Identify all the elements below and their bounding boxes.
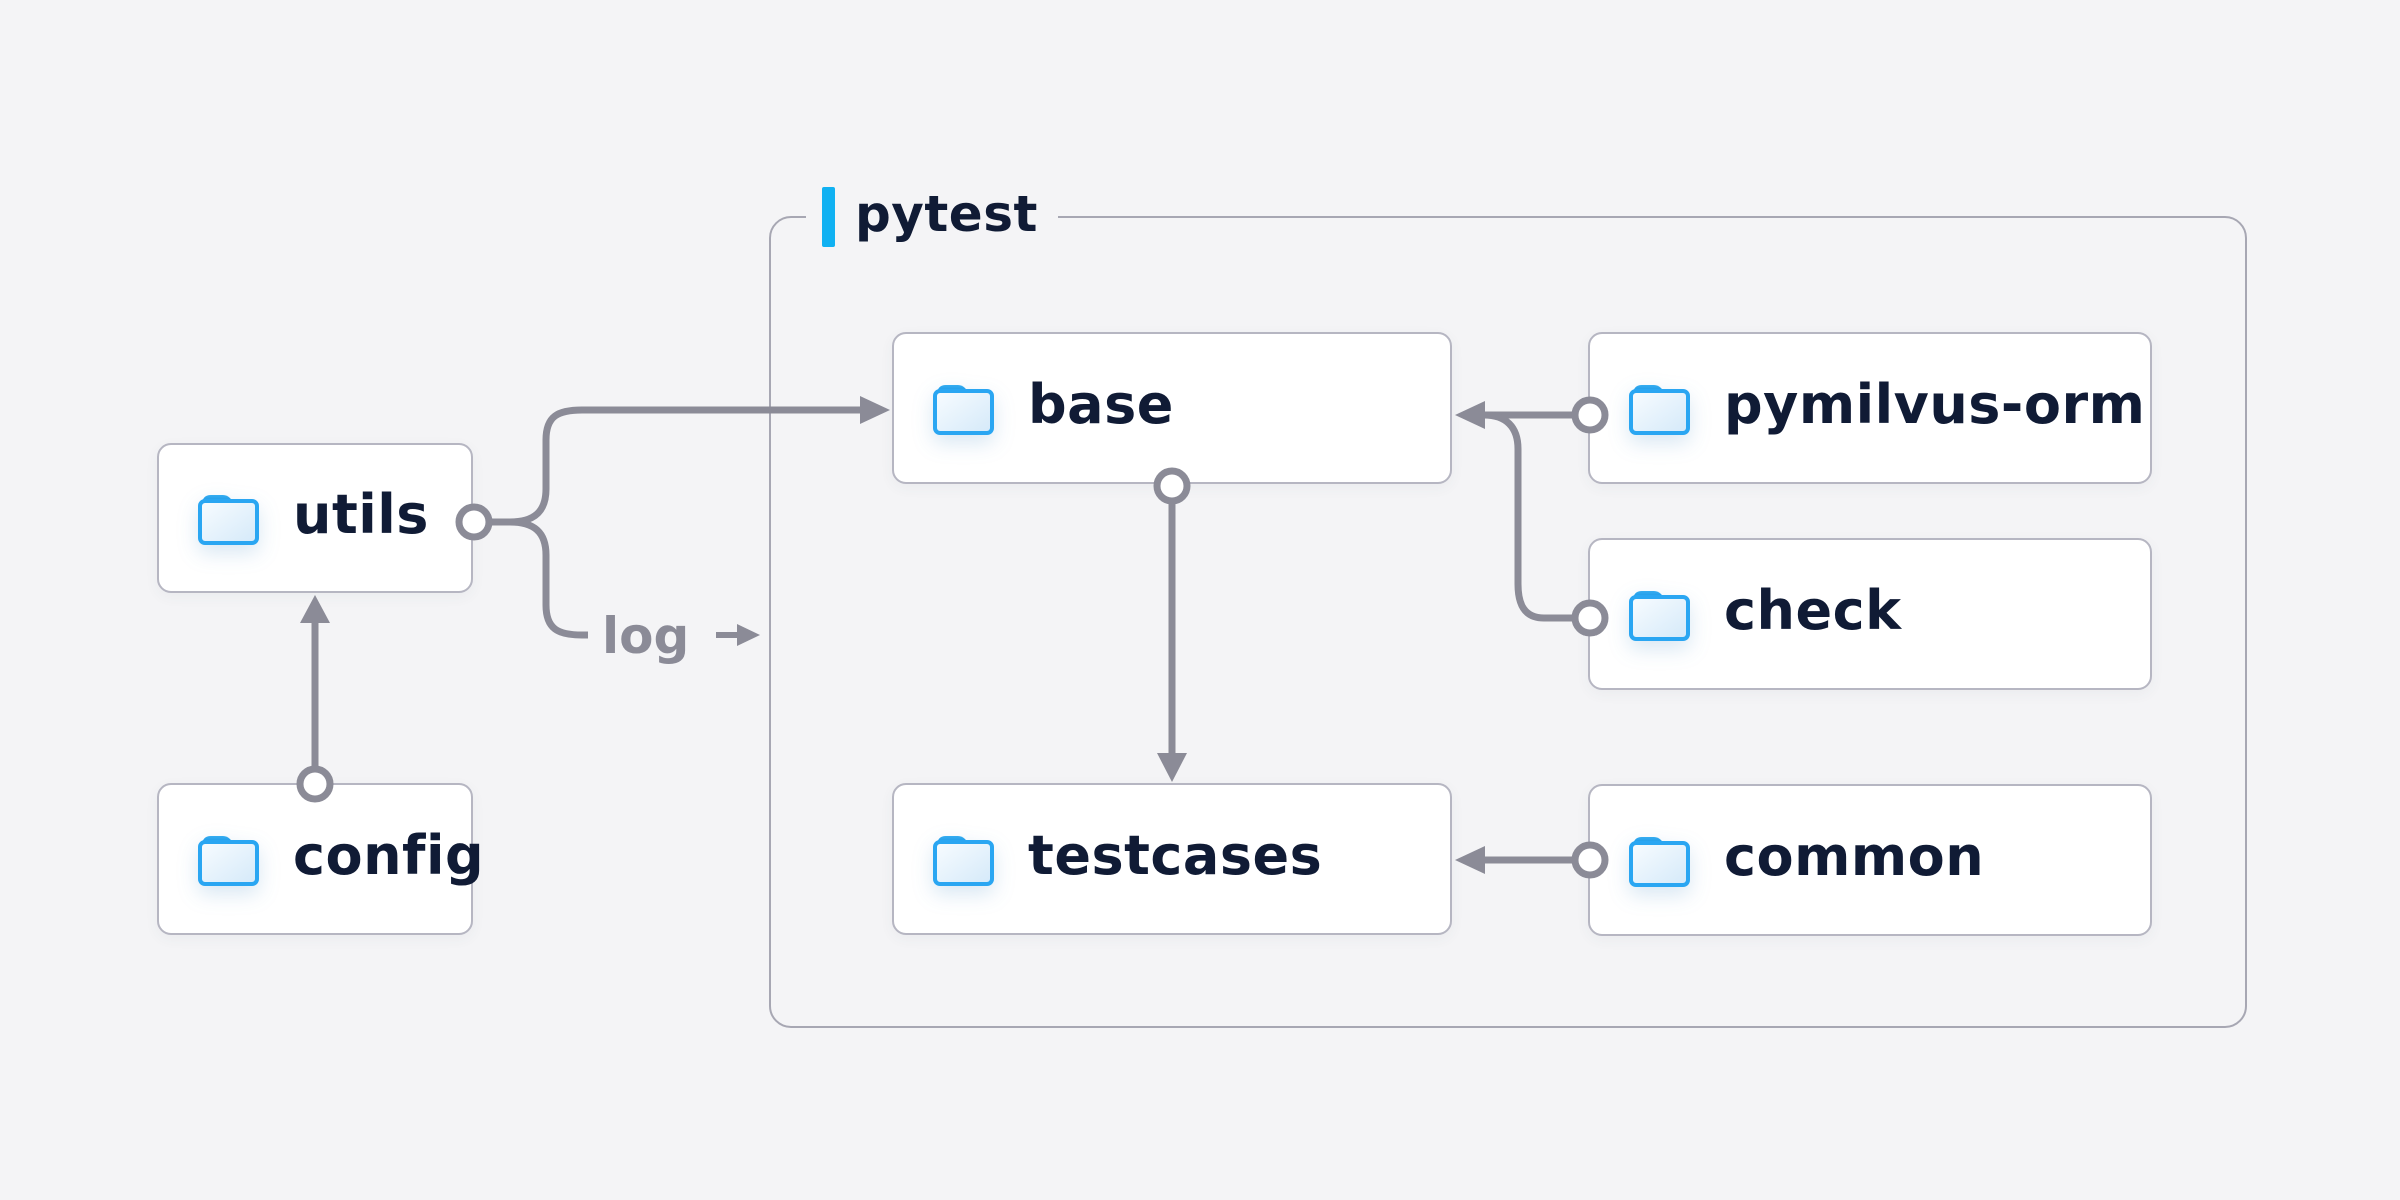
folder-icon [1626, 586, 1692, 642]
arrowhead-log [737, 624, 760, 646]
folder-icon [1626, 832, 1692, 888]
node-label: config [293, 824, 485, 887]
node-label: check [1724, 579, 1902, 642]
pytest-group-title: pytest [855, 185, 1038, 243]
node-check: check [1588, 538, 2152, 690]
node-label: testcases [1028, 824, 1323, 887]
node-pymilvus-orm: pymilvus-orm [1588, 332, 2152, 484]
edge-utils-to-log [509, 518, 588, 639]
node-label: pymilvus-orm [1724, 373, 2146, 436]
pytest-group-box [769, 216, 2247, 1028]
node-label: common [1724, 825, 1985, 888]
accent-bar-icon [822, 187, 835, 247]
node-label: utils [293, 483, 429, 546]
node-label: base [1028, 373, 1174, 436]
folder-icon [930, 831, 996, 887]
node-config: config [157, 783, 484, 935]
folder-icon [195, 490, 261, 546]
node-testcases: testcases [892, 783, 1452, 935]
edge-label-log: log [602, 607, 690, 665]
pytest-group-label: pytest [806, 184, 1058, 250]
arrowhead-into-utils [300, 595, 330, 623]
folder-icon [1626, 380, 1692, 436]
folder-icon [930, 380, 996, 436]
folder-icon [195, 831, 261, 887]
node-utils: utils [157, 443, 473, 593]
node-common: common [1588, 784, 2152, 936]
node-base: base [892, 332, 1452, 484]
